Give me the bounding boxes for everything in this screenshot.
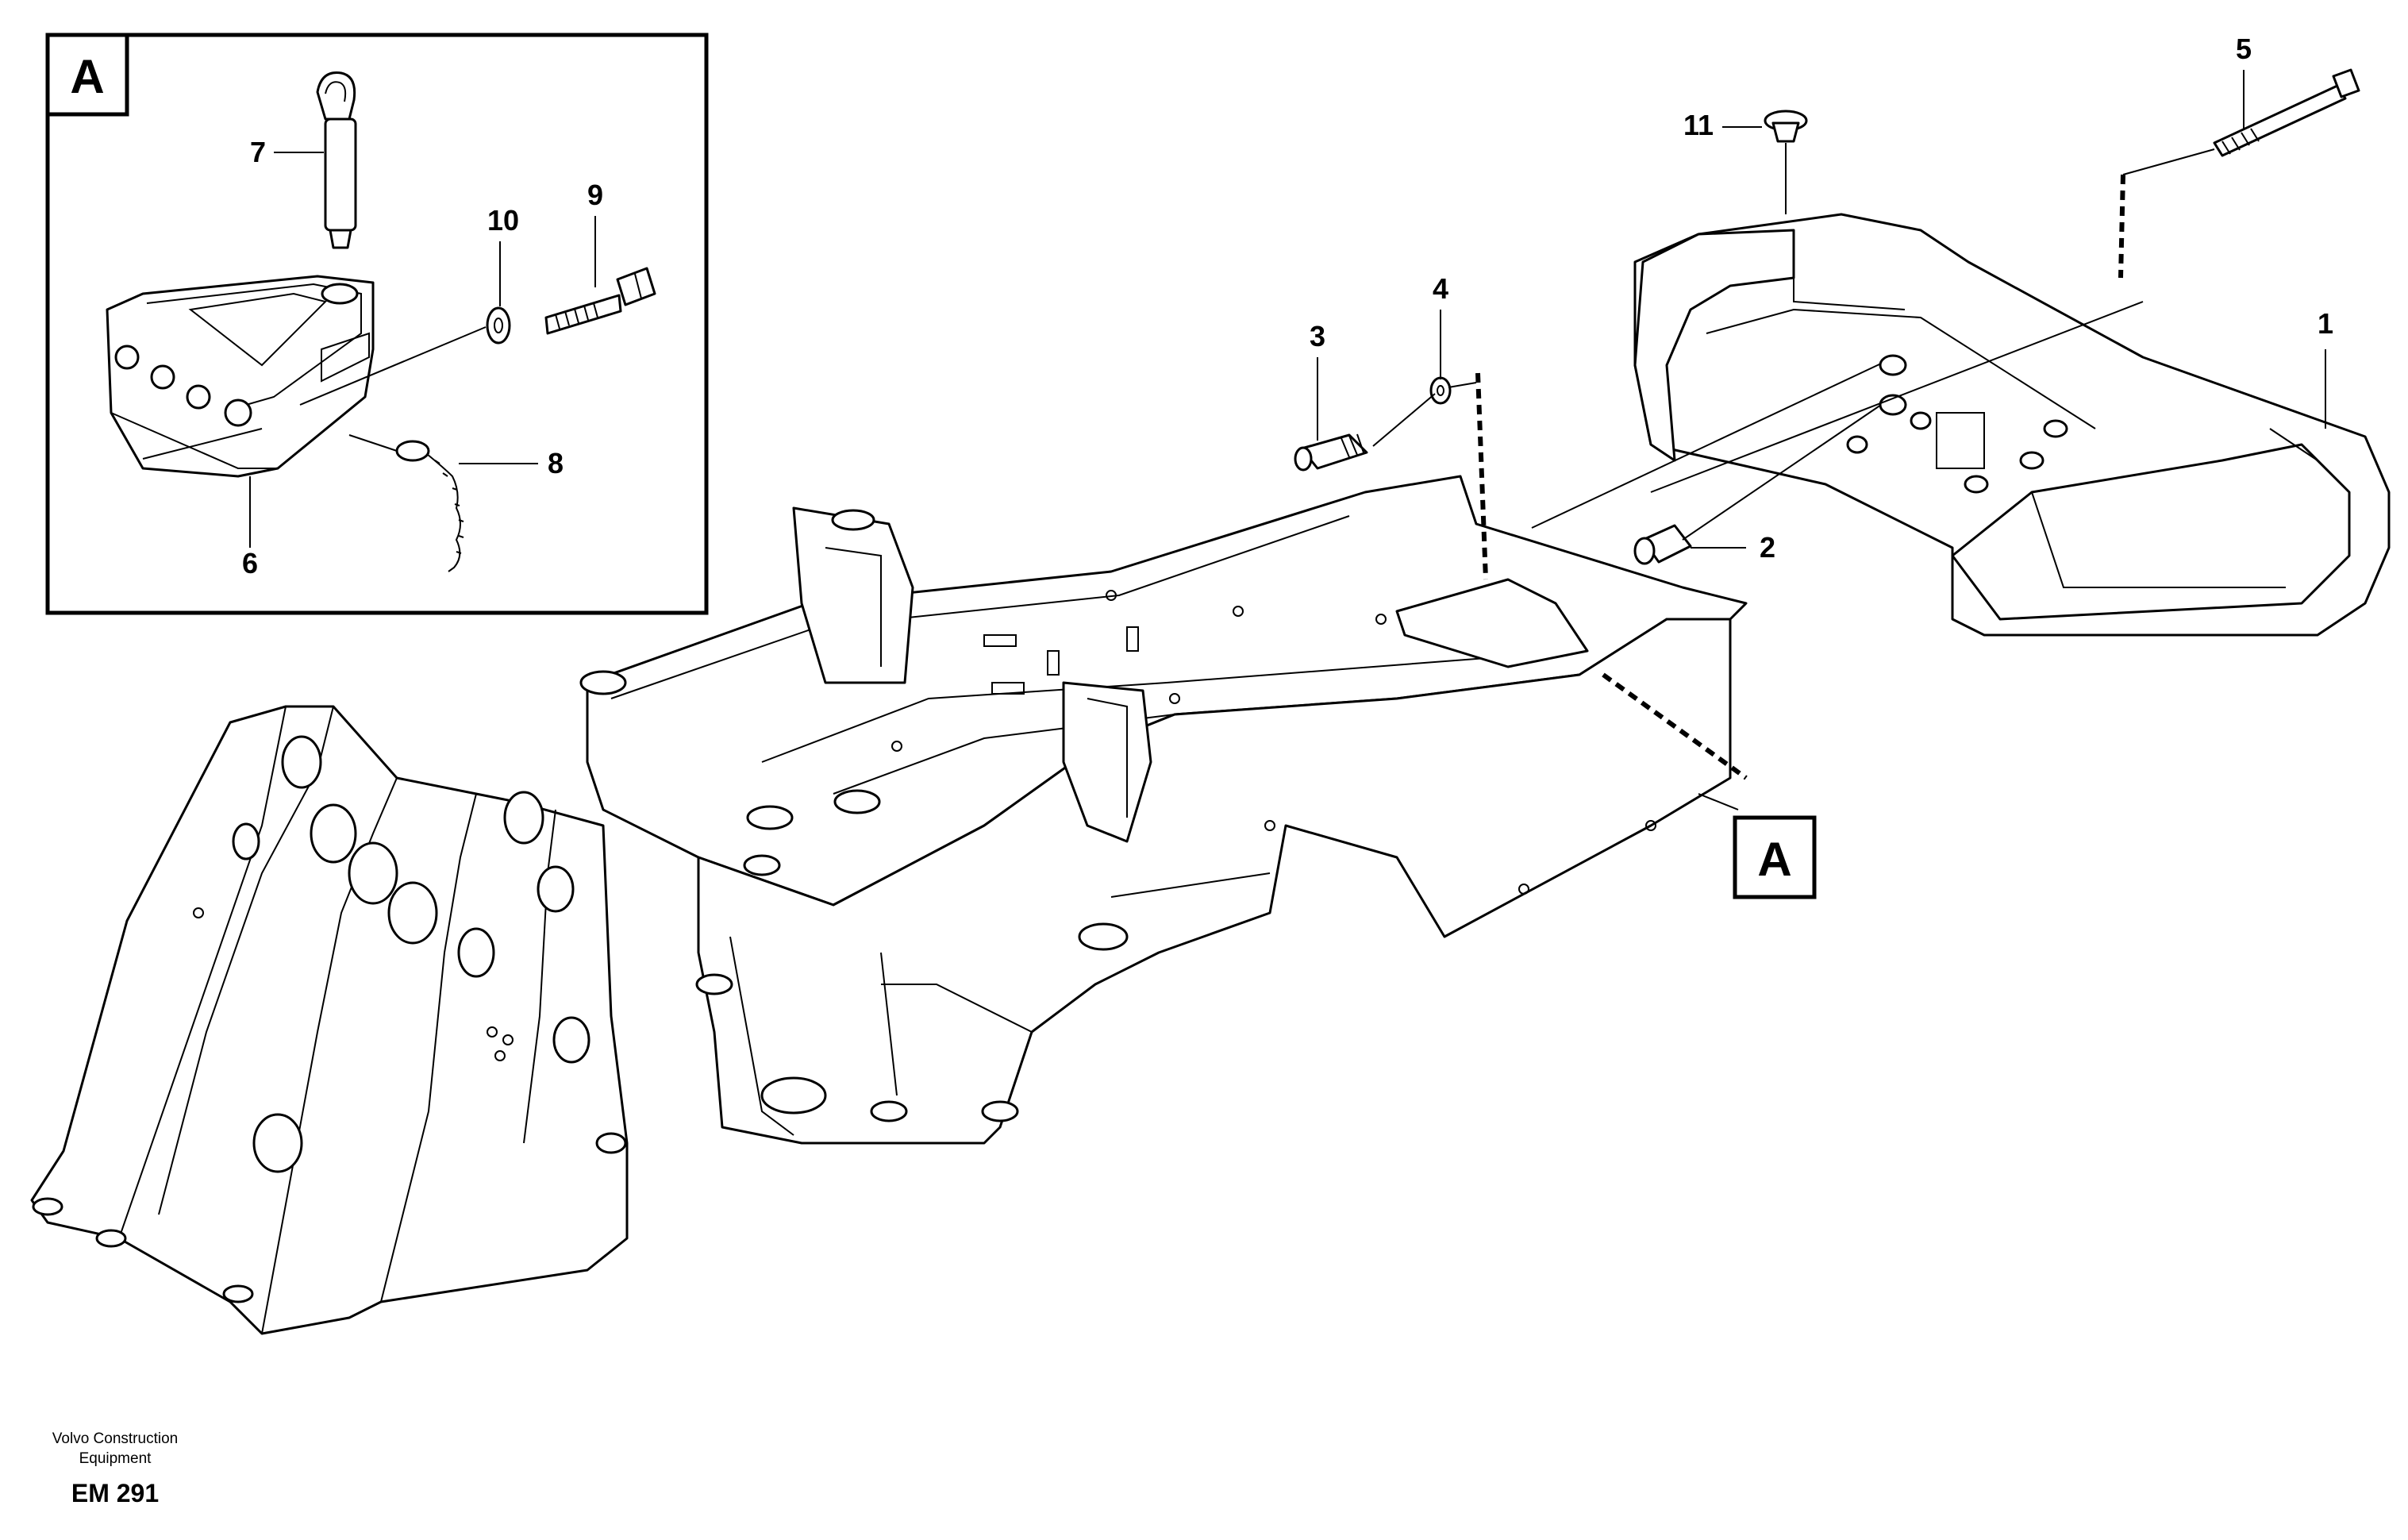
bolt-part-9 [544, 267, 656, 335]
front-frame [30, 705, 629, 1335]
bolt-part-3 [1294, 433, 1368, 472]
callout-4: 4 [1433, 272, 1448, 305]
callout-10: 10 [487, 204, 519, 237]
detail-view-a: A [45, 33, 709, 615]
callout-9: 9 [587, 179, 603, 211]
callout-5: 5 [2236, 33, 2252, 65]
detail-label-box [45, 33, 129, 117]
detail-label: A [70, 50, 104, 103]
plug-part-11 [1764, 110, 1808, 143]
bolt-part-5 [2213, 68, 2360, 157]
footer: Volvo Construction Equipment EM 291 [52, 1430, 178, 1507]
rear-frame [579, 475, 1748, 1145]
callout-6: 6 [242, 547, 258, 579]
callout-11: 11 [1683, 109, 1714, 141]
callout-8: 8 [548, 447, 564, 479]
washer-part-4 [1429, 376, 1452, 405]
chain-part-8 [395, 440, 464, 572]
footer-company: Volvo Construction [52, 1430, 178, 1447]
callout-1: 1 [2318, 307, 2333, 340]
reference-label: A [1757, 833, 1791, 886]
callout-3: 3 [1310, 320, 1325, 352]
washer-part-10 [486, 306, 511, 345]
callout-7: 7 [250, 136, 266, 168]
drawing-code: EM 291 [71, 1479, 159, 1507]
counterweight-part-1 [1633, 213, 2391, 637]
plug-part-2 [1633, 524, 1692, 565]
lock-pin-part-7 [316, 71, 357, 249]
reference-box-a: A [1733, 815, 1817, 899]
callout-2: 2 [1760, 531, 1775, 564]
bracket-part-6 [106, 275, 375, 478]
footer-company-line2: Equipment [79, 1450, 152, 1467]
callouts: 1 2 3 4 5 6 7 8 9 10 11 [242, 33, 2333, 579]
